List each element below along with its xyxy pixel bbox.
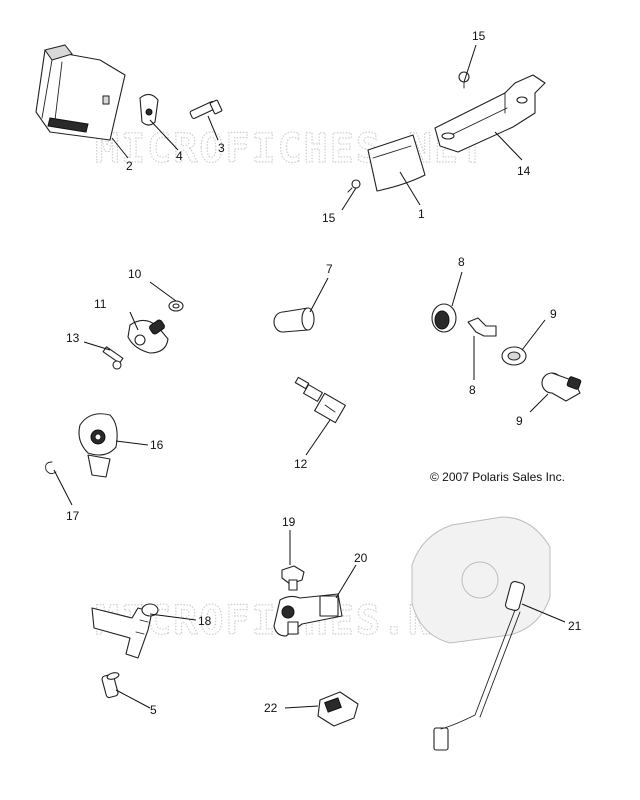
callout-15-bottom: 15	[322, 211, 336, 225]
callout-13: 13	[66, 331, 80, 345]
part-14-bracket	[434, 74, 546, 153]
part-3-bolt	[189, 99, 223, 120]
callout-3: 3	[218, 141, 225, 155]
callout-8-tab: 8	[469, 383, 476, 397]
callout-15-top: 15	[472, 29, 486, 43]
part-20-bolt	[281, 565, 305, 591]
callout-14: 14	[517, 164, 531, 178]
callout-2: 2	[126, 159, 133, 173]
callout-16: 16	[150, 438, 164, 452]
leader-10	[149, 281, 177, 302]
part-12-temp-sensor	[294, 376, 346, 424]
leader-21	[335, 564, 357, 599]
callout-7: 8	[458, 255, 465, 269]
callout-22: 22	[264, 701, 278, 715]
callout-21: 20	[354, 551, 368, 565]
leader-7	[451, 271, 463, 307]
leader-15-bottom	[341, 187, 357, 211]
leader-2	[111, 137, 129, 159]
leader-11	[129, 311, 139, 331]
part-9-ring	[501, 346, 527, 366]
leader-6	[309, 277, 329, 313]
part-1-sensor-pad	[367, 134, 426, 192]
part-15-rivet-bottom	[347, 179, 361, 193]
callout-6: 7	[326, 262, 333, 276]
callout-1: 1	[418, 207, 425, 221]
leader-19	[521, 603, 566, 623]
part-19-engine-ghost	[411, 516, 551, 644]
part-8-switch	[541, 372, 582, 402]
part-2-ecu-module	[35, 44, 126, 141]
leader-4	[149, 119, 179, 151]
callout-9: 9	[550, 307, 557, 321]
callout-12: 12	[294, 457, 308, 471]
copyright-notice: © 2007 Polaris Sales Inc.	[430, 470, 565, 484]
callout-5: 5	[150, 703, 157, 717]
callout-19: 21	[568, 619, 582, 633]
watermark-top: MICROFICHES.NET	[95, 126, 486, 172]
callout-8-switch: 9	[516, 414, 523, 428]
part-22-switch	[317, 691, 359, 727]
part-18-sensor	[91, 603, 159, 659]
leader-22	[284, 705, 319, 709]
part-19-sensor	[433, 581, 526, 751]
callout-17: 17	[66, 509, 80, 523]
callout-11: 11	[94, 297, 107, 311]
leader-13	[83, 341, 111, 351]
part-11-sensor	[127, 319, 169, 354]
leader-1	[399, 171, 421, 206]
callout-20: 19	[282, 515, 296, 529]
part-21-map-sensor	[273, 593, 343, 637]
callout-18: 18	[198, 614, 212, 628]
callout-10: 10	[128, 267, 142, 281]
leader-18	[149, 613, 197, 621]
leader-5	[115, 689, 151, 709]
callout-4: 4	[176, 149, 183, 163]
leader-12	[305, 419, 331, 456]
part-5-fitting	[101, 672, 120, 699]
leader-17	[53, 469, 73, 506]
part-16-knock-sensor	[78, 413, 118, 478]
part-6-plug	[273, 307, 315, 333]
part-13-screw	[102, 346, 124, 370]
leader-lines	[53, 44, 566, 709]
leader-15-top	[463, 44, 477, 83]
leader-9	[521, 319, 546, 351]
part-4-clip	[139, 93, 159, 126]
callout-labels: 2 4 3 1 14 15 15 10 11 13 7 12 8 8 9 9 1…	[66, 29, 582, 717]
part-17-clip	[45, 461, 57, 475]
part-15-rivet-top	[458, 71, 470, 89]
leader-16	[115, 440, 149, 446]
leader-3	[207, 115, 219, 141]
leader-14	[494, 131, 523, 161]
leader-8-switch	[529, 393, 549, 413]
part-7-cap	[431, 303, 457, 333]
part-8-tab	[467, 317, 497, 337]
part-10-washer	[168, 300, 184, 312]
